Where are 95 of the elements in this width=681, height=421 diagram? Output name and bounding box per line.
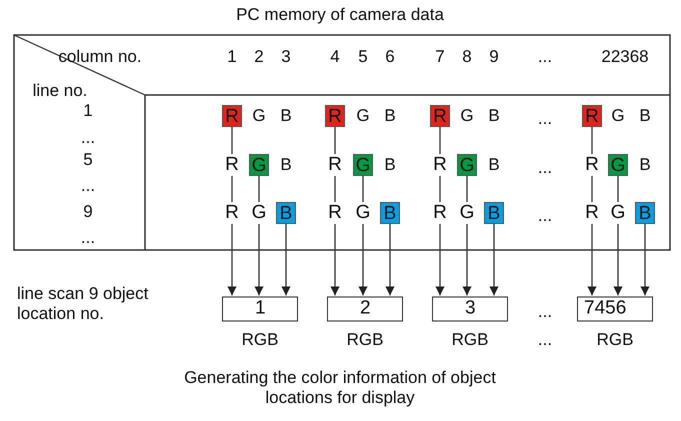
highlighted-channel: B — [276, 202, 296, 224]
connector-line — [439, 176, 441, 202]
column-number: 2 — [254, 47, 264, 67]
connector-line — [591, 176, 593, 202]
column-number: 7 — [435, 47, 445, 67]
column-number: 3 — [281, 47, 291, 67]
channel-letter: R — [430, 154, 450, 176]
connector-line — [258, 176, 260, 202]
connector-line — [362, 176, 364, 202]
location-box: 3 — [432, 296, 508, 322]
highlighted-channel: B — [484, 202, 504, 224]
ellipsis: ... — [538, 330, 552, 350]
ellipsis: ... — [80, 228, 96, 248]
arrow — [227, 224, 237, 296]
arrow — [587, 224, 597, 296]
arrow — [489, 224, 499, 296]
connector-line — [334, 176, 336, 202]
connector-line — [334, 127, 336, 154]
channel-letter: R — [430, 202, 450, 224]
channel-letter: B — [280, 106, 292, 126]
arrow — [254, 224, 264, 296]
arrow — [435, 224, 445, 296]
row-header: line no. — [32, 81, 88, 101]
channel-letter: B — [488, 106, 500, 126]
channel-letter: R — [582, 154, 602, 176]
ellipsis: ... — [538, 158, 552, 178]
ellipsis: ... — [538, 109, 552, 129]
highlighted-channel: B — [635, 202, 655, 224]
channel-letter: G — [252, 106, 266, 126]
ellipsis: ... — [538, 302, 552, 322]
channel-letter: B — [639, 155, 651, 175]
diagram-caption: Generating the color information of object locations for display — [183, 368, 497, 408]
highlighted-channel: G — [353, 154, 373, 176]
arrow — [462, 224, 472, 296]
column-number: 8 — [462, 47, 472, 67]
channel-letter: B — [639, 106, 651, 126]
channel-letter: G — [457, 202, 477, 224]
channel-letter: R — [325, 154, 345, 176]
highlighted-channel: R — [325, 105, 345, 127]
ellipsis: ... — [80, 176, 96, 196]
location-box: 7456 — [577, 296, 653, 322]
channel-letter: R — [582, 202, 602, 224]
channel-caption: RGB — [242, 330, 278, 350]
channel-letter: B — [488, 155, 500, 175]
diagram-title: PC memory of camera data — [236, 5, 444, 25]
channel-letter: B — [280, 155, 292, 175]
connector-line — [617, 176, 619, 202]
arrow — [613, 224, 623, 296]
arrow — [281, 224, 291, 296]
ellipsis: ... — [80, 128, 96, 148]
arrow — [385, 224, 395, 296]
location-box: 1 — [222, 296, 298, 322]
arrow — [358, 224, 368, 296]
ellipsis: ... — [538, 206, 552, 226]
column-number: 9 — [489, 47, 499, 67]
highlighted-channel: R — [582, 105, 602, 127]
column-number: 22368 — [601, 47, 649, 67]
column-number: 4 — [330, 47, 340, 67]
column-number: 1 — [227, 47, 237, 67]
channel-letter: G — [356, 106, 370, 126]
channel-caption: RGB — [346, 330, 384, 350]
column-header: column no. — [58, 47, 142, 67]
highlighted-channel: R — [430, 105, 450, 127]
channel-letter: R — [222, 154, 242, 176]
column-number: 6 — [385, 47, 395, 67]
channel-letter: R — [222, 202, 242, 224]
highlighted-channel: G — [608, 154, 628, 176]
channel-letter: B — [384, 106, 396, 126]
arrow — [640, 224, 650, 296]
location-box: 2 — [327, 296, 403, 322]
highlighted-channel: R — [222, 105, 242, 127]
channel-letter: G — [353, 202, 373, 224]
row-label: line scan 9 object location no. — [17, 284, 150, 324]
highlighted-channel: B — [380, 202, 400, 224]
row-number: 5 — [83, 150, 93, 170]
row-number: 9 — [83, 202, 93, 222]
channel-letter: R — [325, 202, 345, 224]
connector-line — [231, 176, 233, 202]
channel-letter: G — [460, 106, 474, 126]
connector-line — [466, 176, 468, 202]
highlighted-channel: G — [249, 154, 269, 176]
column-number: 5 — [358, 47, 368, 67]
channel-letter: G — [611, 106, 625, 126]
connector-line — [231, 127, 233, 154]
channel-caption: RGB — [452, 330, 488, 350]
channel-letter: G — [608, 202, 628, 224]
channel-caption: RGB — [596, 330, 634, 350]
row-number: 1 — [83, 101, 93, 121]
channel-letter: B — [384, 155, 396, 175]
channel-letter: G — [249, 202, 269, 224]
connector-line — [439, 127, 441, 154]
highlighted-channel: G — [457, 154, 477, 176]
arrow — [330, 224, 340, 296]
ellipsis: ... — [538, 47, 552, 67]
connector-line — [591, 127, 593, 154]
